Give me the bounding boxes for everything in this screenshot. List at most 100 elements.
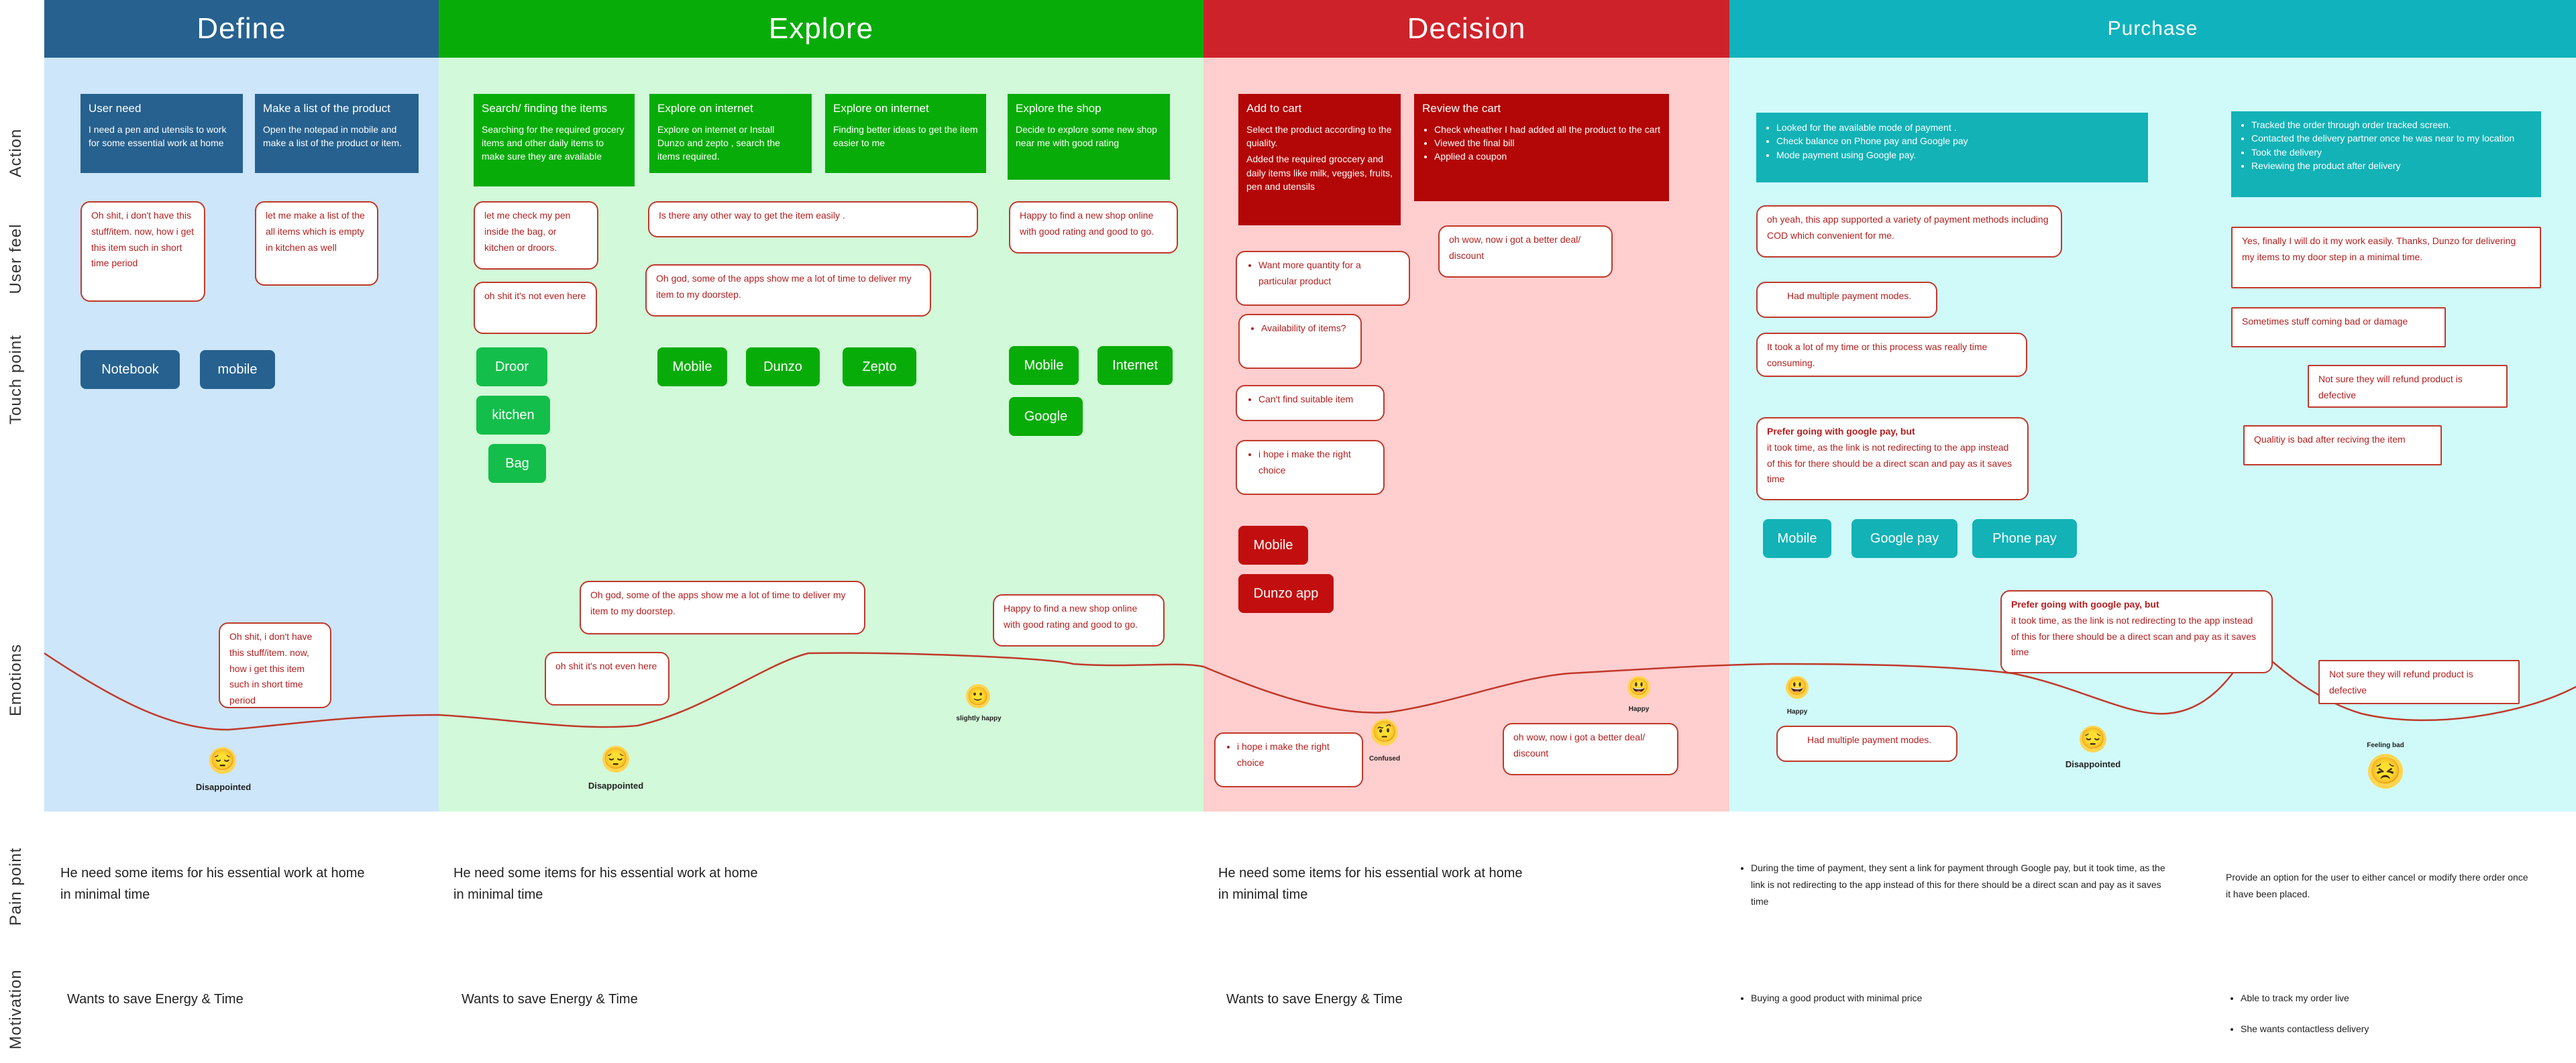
list-item: During the time of payment, they sent a …	[1751, 860, 2178, 911]
feel-note-define-1: Oh shit, i don't have this stuff/item. n…	[80, 201, 205, 302]
emotion-label-happy: Happy	[1628, 706, 1650, 713]
list-item: Able to track my order live	[2241, 990, 2500, 1007]
list-item: Applied a coupon	[1434, 150, 1661, 163]
feel-note-decision-5: oh wow, now i got a better deal/ discoun…	[1438, 225, 1613, 278]
phase-header-define: Define	[44, 0, 439, 58]
action-card-body: Explore on internet or Install Dunzo and…	[657, 123, 780, 162]
emotion-note-decision-2: oh wow, now i got a better deal/ discoun…	[1503, 723, 1678, 775]
action-card-title: Make a list of the product	[263, 102, 390, 115]
phase-header-decision: Decision	[1203, 0, 1729, 58]
action-card-title: Explore on internet	[833, 102, 929, 115]
payment-list: Looked for the available mode of payment…	[1764, 121, 2140, 162]
list-item: She wants contactless delivery	[2241, 1021, 2500, 1038]
confused-face-icon: 🤨	[1371, 719, 1398, 746]
touchpoint-internet: Internet	[1097, 346, 1173, 385]
feel-note-purchase-6: Sometimes stuff coming bad or damage	[2231, 307, 2446, 347]
tracking-list: Tracked the order through order tracked …	[2239, 118, 2533, 172]
action-card-body: Finding better ideas to get the item eas…	[833, 123, 978, 148]
motivation-define: Wants to save Energy & Time	[67, 992, 244, 1007]
action-card-explore-shop: Explore the shop Decide to explore some …	[1008, 94, 1170, 180]
feeling-bad-face-icon: 😣	[2368, 754, 2403, 789]
emotion-label-disappointed: Disappointed	[588, 781, 644, 791]
emotion-note-explore-1: Oh god, some of the apps show me a lot o…	[580, 581, 865, 634]
emotion-label-happy: Happy	[1786, 708, 1808, 716]
pain-point-explore: He need some items for his essential wor…	[453, 866, 758, 902]
action-card-explore-internet-1: Explore on internet Explore on internet …	[649, 94, 812, 173]
touchpoint-droor: Droor	[476, 347, 547, 386]
motivation-decision: Wants to save Energy & Time	[1226, 992, 1403, 1007]
list-item: i hope i make the right choice	[1258, 447, 1374, 479]
emotion-note-body: it took time, as the link is not redirec…	[2011, 614, 2256, 658]
pain-point-purchase-1: During the time of payment, they sent a …	[1741, 860, 2178, 911]
disappointed-face-icon: 😔	[209, 747, 236, 774]
touchpoint-mobile: Mobile	[1009, 346, 1079, 385]
list-item: Viewed the final bill	[1434, 136, 1661, 150]
emotion-label-feeling-bad: Feeling bad	[2367, 742, 2404, 749]
action-card-user-need: User need I need a pen and utensils to w…	[80, 94, 243, 173]
action-card-title: Review the cart	[1422, 102, 1501, 115]
list-item: Looked for the available mode of payment…	[1776, 121, 2140, 134]
feel-note-decision-3: Can't find suitable item	[1236, 385, 1385, 421]
feel-note-explore-4: Oh god, some of the apps show me a lot o…	[645, 264, 931, 317]
action-card-body: Decide to explore some new shop near me …	[1016, 123, 1157, 148]
touchpoint-phone-pay: Phone pay	[1972, 519, 2077, 558]
feel-note-explore-3: Is there any other way to get the item e…	[648, 201, 978, 237]
feel-note-define-2: let me make a list of the all items whic…	[255, 201, 378, 286]
list-item: Want more quantity for a particular prod…	[1258, 258, 1399, 290]
touchpoint-mobile: Mobile	[657, 347, 727, 386]
happy-face-icon: 😃	[1627, 676, 1650, 699]
action-card-body-2: Added the required groccery and daily it…	[1246, 154, 1393, 192]
emotion-label-slightly-happy: slightly happy	[956, 715, 1002, 722]
feel-note-purchase-3: It took a lot of my time or this process…	[1756, 333, 2027, 377]
feel-note-explore-5: Happy to find a new shop online with goo…	[1009, 201, 1178, 254]
feel-note-purchase-5: Yes, finally I will do it my work easily…	[2231, 227, 2541, 288]
phase-header-purchase: Purchase	[1729, 0, 2576, 58]
phase-title-define: Define	[197, 12, 286, 45]
pain-point-decision: He need some items for his essential wor…	[1218, 866, 1523, 902]
list-item: Buying a good product with minimal price	[1751, 990, 2077, 1007]
action-card-title: Add to cart	[1246, 102, 1302, 115]
feel-note-body: it took time, as the link is not redirec…	[1767, 441, 2012, 485]
review-cart-list: Check wheather I had added all the produ…	[1422, 123, 1661, 164]
list-item: Mode payment using Google pay.	[1776, 148, 2140, 162]
feel-note-purchase-8: Qualitiy is bad after reciving the item	[2243, 425, 2442, 465]
disappointed-face-icon: 😔	[2080, 726, 2106, 752]
emotion-label-disappointed: Disappointed	[195, 782, 252, 792]
list-item: Tracked the order through order tracked …	[2251, 118, 2533, 131]
action-card-payment: Looked for the available mode of payment…	[1756, 113, 2148, 182]
action-card-title: Explore the shop	[1016, 102, 1102, 115]
pain-point-purchase-2: Provide an option for the user to either…	[2226, 872, 2528, 900]
feel-note-decision-2: Availability of items?	[1238, 314, 1362, 369]
pain-point-define: He need some items for his essential wor…	[60, 866, 365, 902]
action-card-search: Search/ finding the items Searching for …	[474, 94, 635, 186]
action-card-title: Search/ finding the items	[482, 102, 608, 115]
phase-title-purchase: Purchase	[2107, 17, 2198, 40]
emotion-note-purchase-1: Had multiple payment modes.	[1776, 726, 1957, 762]
feel-note-decision-1: Want more quantity for a particular prod…	[1236, 251, 1410, 306]
disappointed-face-icon: 😔	[602, 746, 629, 773]
touchpoint-google-pay: Google pay	[1851, 519, 1957, 558]
action-card-body: I need a pen and utensils to work for so…	[89, 123, 227, 148]
motivation-explore: Wants to save Energy & Time	[462, 992, 638, 1007]
list-item: Reviewing the product after delivery	[2251, 159, 2533, 172]
action-card-body-1: Select the product according to the quia…	[1246, 123, 1392, 148]
touchpoint-mobile: mobile	[200, 350, 275, 389]
touchpoint-mobile: Mobile	[1763, 519, 1831, 558]
emotion-note-title: Prefer going with google pay, but	[2011, 599, 2159, 610]
emotion-label-confused: Confused	[1368, 755, 1401, 763]
motivation-purchase-1: Buying a good product with minimal price	[1741, 990, 2077, 1007]
list-item: Took the delivery	[2251, 146, 2533, 159]
feel-note-explore-2: oh shit it's not even here	[474, 282, 597, 334]
emotion-label-disappointed: Disappointed	[2065, 759, 2121, 769]
motivation-purchase-3: She wants contactless delivery	[2231, 1021, 2500, 1038]
feel-note-purchase-2: Had multiple payment modes.	[1756, 282, 1937, 318]
emotion-note-explore-2: oh shit it's not even here	[545, 652, 669, 706]
feel-note-explore-1: let me check my pen inside the bag, or k…	[474, 201, 598, 270]
touchpoint-google: Google	[1009, 397, 1083, 436]
action-card-tracking: Tracked the order through order tracked …	[2231, 111, 2541, 197]
emotion-note-decision-1: i hope i make the right choice	[1214, 732, 1363, 787]
touchpoint-dunzo: Dunzo	[746, 347, 820, 386]
emotion-note-define: Oh shit, i don't have this stuff/item. n…	[219, 622, 331, 708]
list-item: Contacted the delivery partner once he w…	[2251, 131, 2533, 145]
touchpoint-zepto: Zepto	[843, 347, 916, 386]
